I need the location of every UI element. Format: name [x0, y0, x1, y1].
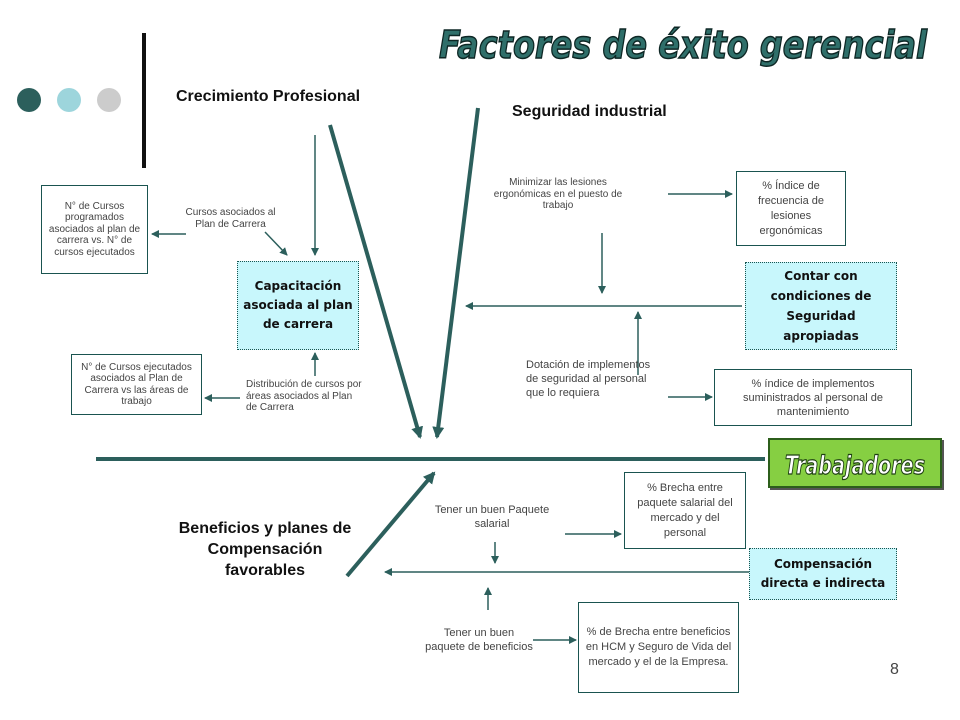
box-brecha-salarial: % Brecha entre paquete salarial del merc… — [624, 472, 746, 549]
arrow-cursos-to-capacitacion — [264, 231, 288, 256]
box-cursos-ejecutados-text: N° de Cursos ejecutados asociados al Pla… — [81, 361, 192, 408]
box-indice-implementos: % índice de implementos suministrados al… — [714, 369, 912, 426]
note-cursos-asociados: Cursos asociados al Plan de Carrera — [185, 207, 276, 230]
box-brecha-salarial-text: % Brecha entre paquete salarial del merc… — [637, 481, 733, 539]
note-paquete-beneficios: Tener un buen paquete de beneficios — [425, 627, 533, 653]
page-number: 8 — [890, 661, 899, 678]
note-dotacion: Dotación de implementos de seguridad al … — [526, 359, 651, 399]
box-cursos-programados: N° de Cursos programados asociados al pl… — [41, 185, 148, 274]
note-minimizar: Minimizar las lesiones ergonómicas en el… — [493, 177, 623, 211]
page-title: Factores de éxito gerencial — [438, 22, 928, 68]
factor-compensacion-text: Compensación directa e indirecta — [760, 557, 886, 590]
note-paquete-salarial: Tener un buen Paquete salarial — [434, 504, 550, 530]
factor-capacitacion-text: Capacitación asociada al plan de carrera — [243, 279, 353, 331]
box-brecha-beneficios: % de Brecha entre beneficios en HCM y Se… — [578, 602, 739, 693]
vertical-divider — [142, 33, 146, 168]
dark-teal-dot — [17, 88, 41, 112]
bone-crecimiento — [328, 124, 423, 439]
effect-trabajadores-svg: Trabajadores — [784, 450, 925, 481]
box-indice-frecuencia-text: % Índice de frecuencia de lesiones ergon… — [757, 179, 825, 237]
box-indice-frecuencia: % Índice de frecuencia de lesiones ergon… — [736, 171, 846, 246]
factor-condiciones: Contar con condiciones de Seguridad apro… — [745, 262, 897, 350]
light-teal-dot — [57, 88, 81, 112]
light-gray-dot — [97, 88, 121, 112]
box-indice-implementos-text: % índice de implementos suministrados al… — [742, 377, 884, 418]
title-text: Factores de éxito gerencial — [439, 23, 928, 67]
bone-seguridad — [432, 107, 480, 439]
box-cursos-ejecutados: N° de Cursos ejecutados asociados al Pla… — [71, 354, 202, 415]
effect-trabajadores-text: Trabajadores — [785, 451, 925, 481]
header-crecimiento: Crecimiento Profesional — [176, 88, 361, 105]
bone-beneficios — [345, 471, 436, 578]
header-seguridad: Seguridad industrial — [512, 103, 667, 120]
factor-compensacion: Compensación directa e indirecta — [749, 548, 897, 600]
note-distribucion: Distribución de cursos por áreas asociad… — [246, 379, 362, 413]
factor-condiciones-text: Contar con condiciones de Seguridad apro… — [770, 269, 872, 343]
header-beneficios: Beneficios y planes de Compensación favo… — [178, 520, 352, 579]
effect-trabajadores: Trabajadores — [768, 438, 942, 488]
box-brecha-beneficios-text: % de Brecha entre beneficios en HCM y Se… — [585, 626, 732, 668]
box-cursos-programados-text: N° de Cursos programados asociados al pl… — [48, 200, 141, 258]
factor-capacitacion: Capacitación asociada al plan de carrera — [237, 261, 359, 350]
